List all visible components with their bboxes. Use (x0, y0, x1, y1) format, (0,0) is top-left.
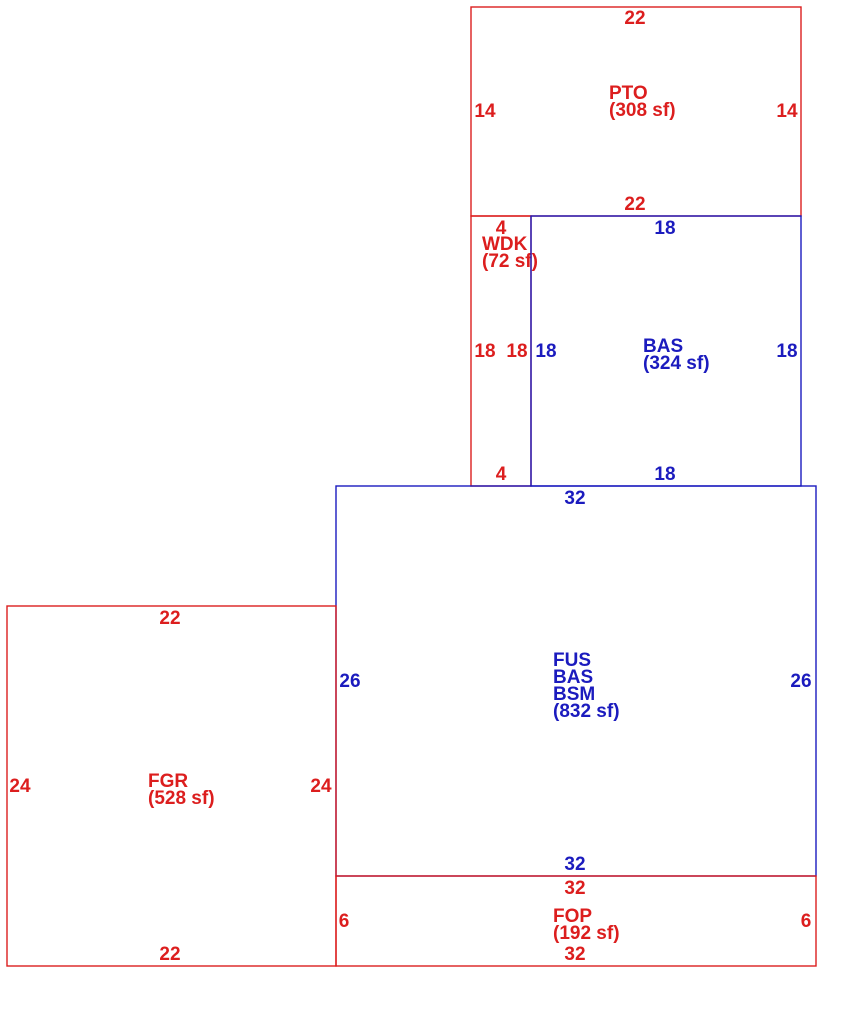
pto-top-dimension: 22 (624, 8, 645, 29)
fop-area-label: (192 sf) (553, 923, 620, 944)
fgr-left-dimension: 24 (9, 776, 31, 797)
fgr-bottom-dimension: 22 (159, 944, 180, 965)
main-bottom-dimension: 32 (564, 854, 585, 875)
pto-bottom-dimension: 22 (624, 194, 645, 215)
fop-outline (335, 875, 817, 967)
fop-code-label: FOP (553, 906, 592, 927)
pto-left-dimension: 14 (474, 101, 496, 122)
fop-bottom-dimension: 32 (564, 944, 585, 965)
main-code-bsm: BSM (553, 684, 595, 705)
bas-bottom-dimension: 18 (654, 464, 675, 485)
wdk-code-label: WDK (482, 234, 528, 255)
fgr-area-label: (528 sf) (148, 788, 215, 809)
pto-right-dimension: 14 (776, 101, 798, 122)
main-left-dimension: 26 (339, 671, 360, 692)
main-code-fus: FUS (553, 650, 591, 671)
wdk-area-label: (72 sf) (482, 251, 538, 272)
main-right-dimension: 26 (790, 671, 811, 692)
bas-left-dimension: 18 (535, 341, 556, 362)
fop-top-dimension: 32 (564, 878, 585, 899)
bas-code-label: BAS (643, 336, 683, 357)
fop-right-dimension: 6 (801, 911, 812, 932)
wdk-left-dimension: 18 (474, 341, 495, 362)
wdk-top-dimension: 4 (496, 218, 507, 239)
main-area-label: (832 sf) (553, 701, 620, 722)
main-top-dimension: 32 (564, 488, 585, 509)
bas-top-dimension: 18 (654, 218, 675, 239)
fgr-outline (6, 605, 337, 967)
wdk-right-dimension: 18 (506, 341, 527, 362)
fgr-right-dimension: 24 (310, 776, 332, 797)
fop-left-dimension: 6 (339, 911, 350, 932)
wdk-bottom-dimension: 4 (496, 464, 507, 485)
bas-right-dimension: 18 (776, 341, 797, 362)
pto-area-label: (308 sf) (609, 100, 676, 121)
fgr-code-label: FGR (148, 771, 188, 792)
fgr-top-dimension: 22 (159, 608, 180, 629)
main-code-bas: BAS (553, 667, 593, 688)
bas-area-label: (324 sf) (643, 353, 710, 374)
pto-code-label: PTO (609, 83, 648, 104)
